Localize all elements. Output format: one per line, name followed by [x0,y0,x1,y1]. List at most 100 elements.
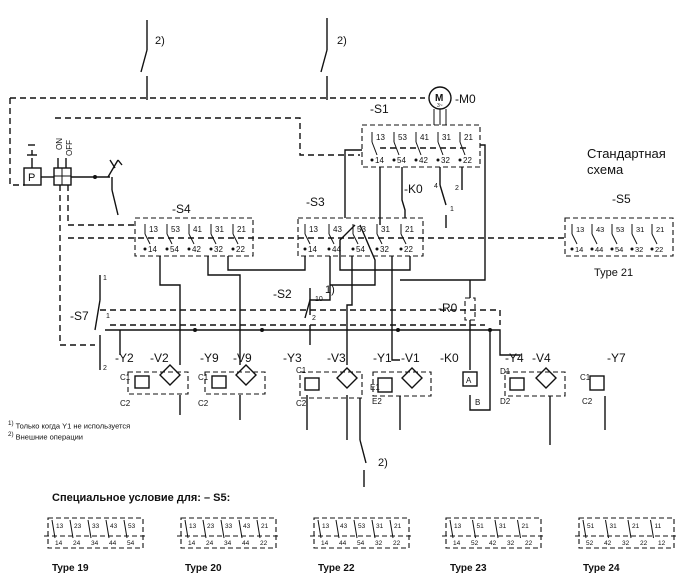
terminal-dot [375,247,379,251]
terminal-dot [392,158,396,162]
contact-blade [591,233,598,245]
svg-text:C1: C1 [198,373,209,382]
svg-text:C1: C1 [120,373,131,382]
motor-m0: M 3~ -M0 [428,86,476,125]
svg-text:B: B [475,398,480,407]
variant-contact [650,519,654,539]
variant-terminal-bottom: 14 [188,540,196,547]
variant-contact [472,519,476,539]
variant-contact [353,519,358,539]
y4-v4-group: -Y4 -V4 D1 D2 [500,351,566,406]
variant-terminal-top: 23 [74,523,82,530]
terminal-label: 22 [463,156,472,165]
variant-terminal-top: 11 [655,523,662,530]
variant-terminal-top: 33 [225,523,233,530]
svg-text:-Y3: -Y3 [283,351,302,365]
s5-label: -S5 [612,192,631,206]
external-switch-left: 2) [140,20,165,100]
variant-terminal-top: 51 [587,523,595,530]
terminal-dot [351,247,355,251]
variant-terminal-bottom: 22 [393,540,401,547]
terminal-dot [570,247,574,251]
variant-terminal-top: 43 [110,523,118,530]
variant-terminal-bottom: 32 [507,540,515,547]
svg-text:E2: E2 [372,397,382,406]
variant-terminal-bottom: 42 [604,540,612,547]
terminal-label: 31 [442,133,451,142]
contact-blade [166,233,173,245]
terminal-label: 13 [309,225,318,234]
terminal-label: 21 [405,225,414,234]
variant-terminal-top: 13 [189,523,197,530]
svg-text:-Y2: -Y2 [115,351,134,365]
terminal-label: 43 [333,225,342,234]
variant-terminal-bottom: 14 [321,540,329,547]
y7-coil: -Y7 C1 C2 [580,351,626,406]
terminal-label: 54 [615,245,623,254]
svg-text:E1: E1 [370,383,380,392]
variant-contact [627,519,632,539]
svg-text:1: 1 [106,313,110,320]
variant-terminal-bottom: 32 [375,540,383,547]
note-2-label: 2) [155,35,165,47]
variant-contact [69,519,74,539]
variant-contact [51,519,56,539]
external-switch-right: 2) [320,18,347,100]
contact-blade [459,141,466,156]
k0-top-label: -K0 [404,182,423,196]
terminal-dot [630,247,634,251]
svg-text:-Y1: -Y1 [373,351,392,365]
variant-contact [449,519,454,539]
terminal-label: 31 [381,225,390,234]
variant-terminal-top: 43 [243,523,251,530]
terminal-label: 54 [356,245,365,254]
variant-terminal-bottom: 44 [339,540,347,547]
svg-text:1): 1) [325,284,335,296]
svg-text:-K0: -K0 [440,351,459,365]
variant-terminal-top: 31 [610,523,618,530]
terminal-label: 32 [380,245,389,254]
terminal-dot [414,158,418,162]
terminal-label: 14 [575,245,583,254]
terminal-label: 31 [636,225,644,234]
terminal-dot [590,247,594,251]
terminal-dot [610,247,614,251]
variant-terminal-bottom: 52 [471,540,479,547]
contact-blade [144,233,151,245]
svg-text:-Y4: -Y4 [505,351,524,365]
terminal-dot [143,247,147,251]
svg-text:C2: C2 [120,399,131,408]
terminal-label: 41 [420,133,429,142]
s2-label: -S2 [273,287,292,301]
contact-blade [232,233,239,245]
variant-contact [123,519,128,539]
variant-frame [180,517,277,549]
variant-terminal-bottom: 24 [206,540,214,547]
contact-blade [651,233,658,245]
terminal-label: 21 [464,133,473,142]
terminal-label: 14 [148,245,157,254]
motor-symbol: M [435,93,443,104]
variant-contact [105,519,110,539]
motor-sub: 3~ [437,103,443,109]
contact-blade [304,233,311,245]
terminal-dot [327,247,331,251]
svg-text:C2: C2 [296,399,307,408]
contact-blade [371,141,378,156]
note-2-label: 2) [337,35,347,47]
terminal-label: 13 [576,225,584,234]
variant-terminal-bottom: 34 [91,540,99,547]
variant-frame [47,517,144,549]
variant-contact [605,519,609,539]
svg-text:2: 2 [455,185,459,192]
variant-terminal-bottom: 54 [127,540,135,547]
variant-frame [445,517,542,549]
svg-text:2: 2 [312,315,316,322]
s4-label: -S4 [172,202,191,216]
terminal-label: 42 [419,156,428,165]
variant-contact [317,519,322,539]
svg-text:-Y9: -Y9 [200,351,219,365]
